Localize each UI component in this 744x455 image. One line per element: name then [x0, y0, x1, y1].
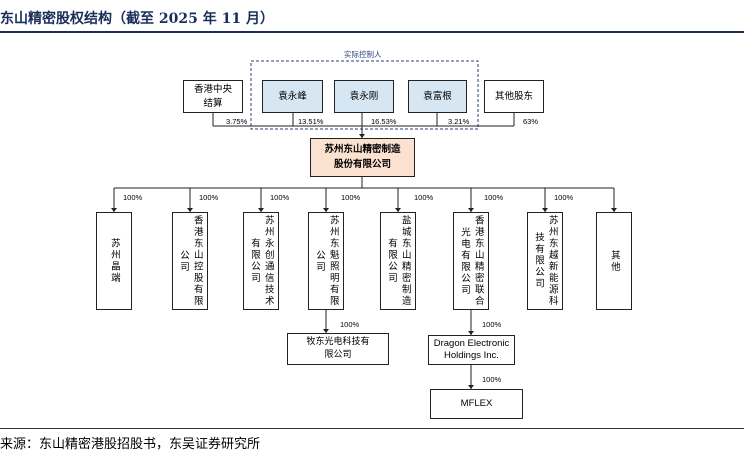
shareholder-yuan-fugen: 袁富根: [408, 80, 467, 113]
subsidiary-mudong-optoelectronics: 牧东光电科技有 限公司: [287, 333, 389, 365]
pct-other-shareholders: 63%: [523, 117, 539, 126]
pct-sub-3: 100%: [270, 193, 290, 202]
subsidiary-hk-dongshan-holdings: 香港东山控股有限公司: [172, 212, 208, 310]
shareholder-yuan-yongfeng: 袁永峰: [262, 80, 323, 113]
title-rule: [0, 31, 744, 33]
pct-sub-4: 100%: [341, 193, 361, 202]
pct-dragon: 100%: [482, 320, 502, 329]
subsidiary-suzhou-jingduan: 苏州晶端: [96, 212, 132, 310]
pct-sub-6: 100%: [484, 193, 504, 202]
subsidiary-suzhou-dongkui: 苏州东魁照明有限公司: [308, 212, 344, 310]
pct-yuan-fugen: 3.21%: [448, 117, 470, 126]
footer-rule: [0, 428, 744, 429]
pct-yuan-yongfeng: 13.51%: [298, 117, 324, 126]
pct-sub-5: 100%: [414, 193, 434, 202]
connector-lines: [111, 60, 617, 389]
subsidiary-others: 其他: [596, 212, 632, 310]
subsidiary-hk-dongshan-optoelectronics: 香港东山精密联合光电有限公司: [453, 212, 489, 310]
subsidiary-suzhou-dongyue: 苏州东越新能源科技有限公司: [527, 212, 563, 310]
pct-mflex: 100%: [482, 375, 502, 384]
pct-hkscc: 3.75%: [226, 117, 248, 126]
pct-sub-2: 100%: [199, 193, 219, 202]
page-title: 东山精密股权结构（截至 2025 年 11 月）: [0, 11, 274, 27]
subsidiary-dragon-electronic: Dragon Electronic Holdings Inc.: [428, 335, 515, 365]
pct-mudong: 100%: [340, 320, 360, 329]
shareholder-hkscc: 香港中央 结算: [183, 80, 243, 113]
pct-yuan-yonggang: 16.53%: [371, 117, 397, 126]
subsidiary-mflex: MFLEX: [430, 389, 523, 419]
pct-sub-7: 100%: [554, 193, 574, 202]
subsidiary-suzhou-yongchuang: 苏州永创通信技术有限公司: [243, 212, 279, 310]
shareholder-yuan-yonggang: 袁永刚: [334, 80, 394, 113]
controller-group-box: [250, 60, 479, 130]
controller-group-label: 实际控制人: [344, 50, 382, 59]
subsidiary-yancheng-dongshan: 盐城东山精密制造有限公司: [380, 212, 416, 310]
shareholder-others: 其他股东: [484, 80, 544, 113]
pct-sub-1: 100%: [123, 193, 143, 202]
source-note: 来源：东山精密港股招股书，东吴证券研究所: [0, 437, 261, 452]
company-dongshan-precision: 苏州东山精密制造 股份有限公司: [310, 138, 415, 177]
